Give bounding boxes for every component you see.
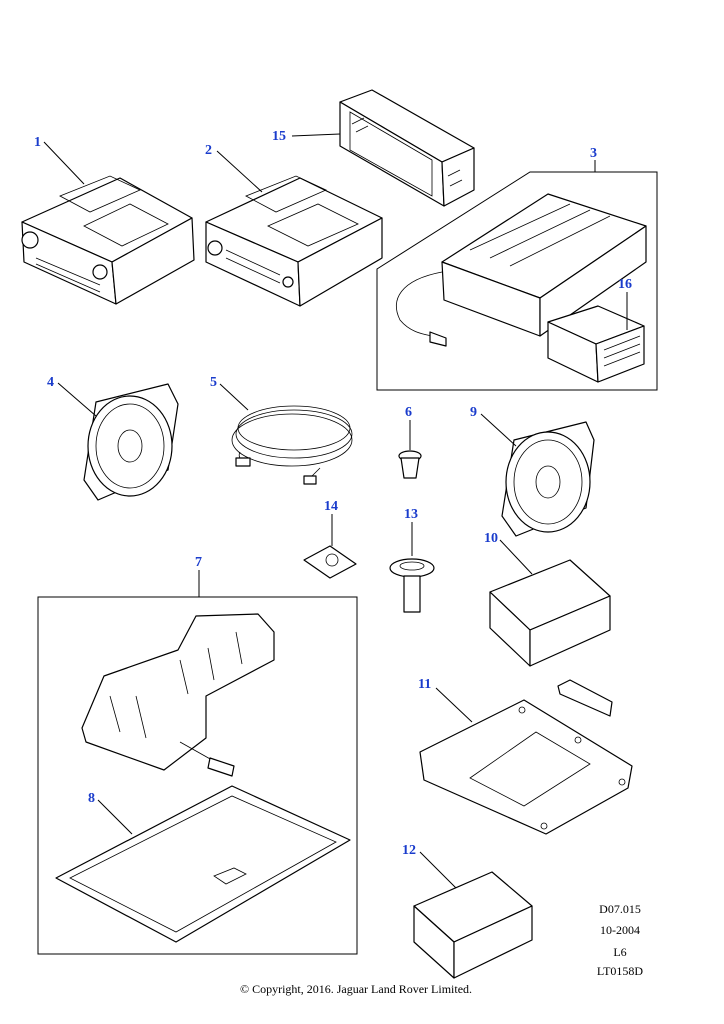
part-14-bracket-clip	[303, 545, 357, 579]
svg-text:11: 11	[418, 677, 431, 692]
part-15-mounting-sleeve	[339, 89, 475, 207]
svg-text:8: 8	[88, 791, 95, 806]
svg-text:14: 14	[324, 499, 338, 514]
part-13-grommet	[389, 558, 435, 613]
callout-12: 12	[402, 843, 457, 889]
svg-text:5: 5	[210, 375, 217, 390]
part-1-radio-head-unit	[21, 175, 195, 305]
svg-text:9: 9	[470, 405, 477, 420]
svg-text:15: 15	[272, 129, 286, 144]
callout-3: 3	[590, 146, 597, 172]
callout-14: 14	[324, 499, 338, 546]
svg-text:1: 1	[34, 135, 41, 150]
callout-11: 11	[418, 677, 473, 723]
callout-1: 1	[34, 135, 85, 185]
callout-4: 4	[47, 375, 97, 417]
part-9-speaker	[501, 421, 595, 537]
svg-text:3: 3	[590, 146, 597, 161]
callout-2: 2	[205, 143, 263, 193]
callout-16: 16	[618, 277, 632, 330]
svg-text:10: 10	[484, 531, 498, 546]
copyright-notice: © Copyright, 2016. Jaguar Land Rover Lim…	[239, 982, 473, 996]
callout-13: 13	[404, 507, 418, 556]
callout-8: 8	[88, 791, 133, 835]
reference-code-line-2: 10-2004	[600, 923, 640, 937]
part-2-radio-head-unit	[205, 175, 383, 307]
svg-text:7: 7	[195, 555, 202, 570]
callout-10: 10	[484, 531, 533, 575]
callout-5: 5	[210, 375, 249, 411]
callout-9: 9	[470, 405, 517, 447]
svg-text:16: 16	[618, 277, 632, 292]
part-10-module	[489, 559, 611, 667]
reference-code-line-1: D07.015	[599, 902, 641, 916]
part-7-cover	[81, 613, 275, 771]
callout-15: 15	[272, 129, 341, 144]
part-3-cd-changer-group	[376, 171, 658, 391]
part-5-cable-harness	[231, 405, 353, 485]
part-8-panel	[55, 785, 351, 943]
callout-7: 7	[195, 555, 202, 597]
part-12-module	[413, 871, 533, 979]
part-11-mounting-bracket	[419, 679, 633, 835]
svg-text:6: 6	[405, 405, 412, 420]
svg-text:4: 4	[47, 375, 54, 390]
part-6-clip	[398, 450, 422, 479]
svg-text:12: 12	[402, 843, 416, 858]
part-4-speaker	[83, 383, 179, 501]
callout-6: 6	[405, 405, 412, 450]
part-7-8-group	[37, 596, 358, 955]
reference-code-line-4: LT0158D	[596, 964, 644, 978]
svg-text:2: 2	[205, 143, 212, 158]
svg-text:13: 13	[404, 507, 418, 522]
reference-code-line-3: L6	[613, 945, 627, 959]
